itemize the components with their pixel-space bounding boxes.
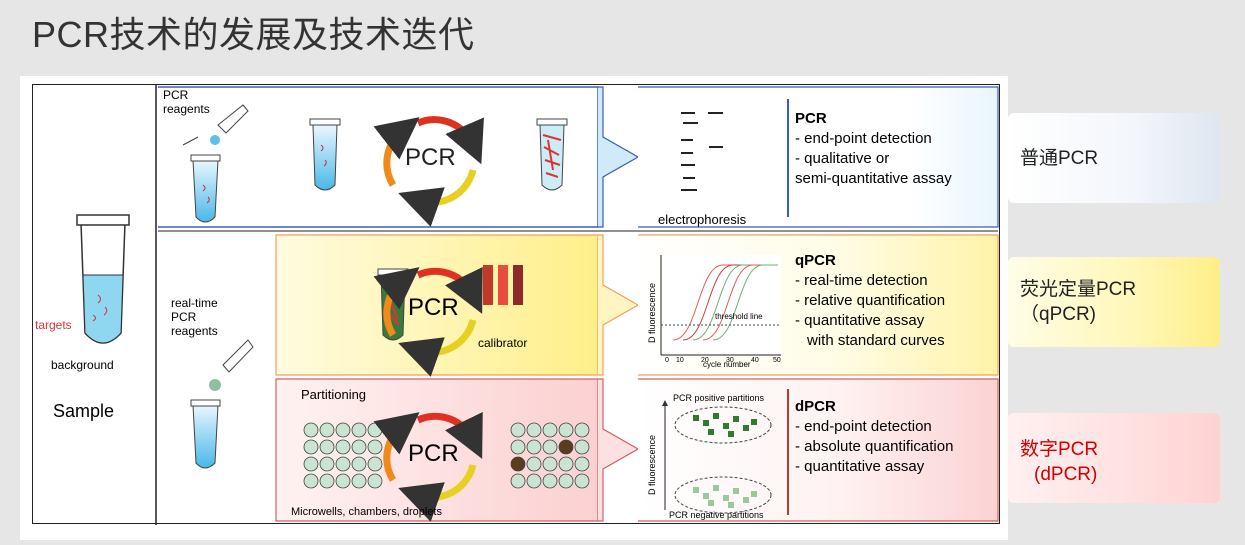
side-pcr-line-1: 普通PCR <box>1020 148 1099 169</box>
side-dpcr-line-2: (dPCR) <box>1034 464 1098 485</box>
qpcr-tick-1: 10 <box>676 357 684 364</box>
side-label-dpcr: 数字PCR (dPCR) <box>1008 413 1220 503</box>
calibrator-label: calibrator <box>478 336 527 350</box>
background-label: background <box>51 358 114 372</box>
qpcr-bullet-3: - quantitative assay <box>795 312 925 329</box>
pcr-bullet-2: - qualitative or <box>795 150 889 167</box>
qpcr-ylabel: D fluorescence <box>647 283 657 343</box>
pcr-bullet-1: - end-point detection <box>795 130 932 147</box>
pcr-comparison-figure: PCR electrophoresis PCR - end-point dete… <box>20 76 1008 540</box>
qpcr-xlabel: cycle number <box>703 360 751 369</box>
row-qpcr: PCR calibrator threshold line cycle numb… <box>158 230 999 391</box>
sample-label: Sample <box>53 401 114 421</box>
dpcr-cycle-label: PCR <box>408 440 459 467</box>
pcr-cycle-label: PCR <box>405 144 456 171</box>
targets-label: targets <box>35 318 72 332</box>
side-label-pcr: 普通PCR <box>1008 113 1220 203</box>
row-pcr: PCR electrophoresis PCR - end-point dete… <box>158 86 999 228</box>
qpcr-bullet-1: - real-time detection <box>795 272 928 289</box>
qpcr-reagents-3: reagents <box>171 324 218 338</box>
pcr-bullet-3: semi-quantitative assay <box>795 170 952 187</box>
side-dpcr-line-1: 数字PCR <box>1020 439 1099 460</box>
qpcr-tick-3: 30 <box>726 357 734 364</box>
electrophoresis-label: electrophoresis <box>658 212 747 227</box>
dpcr-positive-label: PCR positive partitions <box>673 393 765 403</box>
dpcr-bullet-2: - absolute quantification <box>795 438 953 455</box>
threshold-label: threshold line <box>715 312 763 321</box>
page-title: PCR技术的发展及技术迭代 <box>32 14 475 55</box>
qpcr-tick-0: 0 <box>665 357 669 364</box>
pcr-reagents-label-2: reagents <box>163 102 210 116</box>
qpcr-bullet-2: - relative quantification <box>795 292 945 309</box>
qpcr-heading: qPCR <box>795 252 836 269</box>
qpcr-tick-5: 50 <box>773 357 781 364</box>
qpcr-tick-2: 20 <box>701 357 709 364</box>
side-qpcr-line-1: 荧光定量PCR <box>1020 279 1137 300</box>
qpcr-tick-4: 40 <box>751 357 759 364</box>
dpcr-heading: dPCR <box>795 398 836 415</box>
qpcr-reagents-1: real-time <box>171 296 218 310</box>
pcr-heading: PCR <box>795 110 827 127</box>
dpcr-bullet-3: - quantitative assay <box>795 458 925 475</box>
sample-column: targets background Sample <box>35 214 130 421</box>
partition-types-label: Microwells, chambers, droplets <box>291 506 442 518</box>
dpcr-bullet-1: - end-point detection <box>795 418 932 435</box>
side-label-qpcr: 荧光定量PCR （qPCR) <box>1008 257 1220 347</box>
pcr-reagents-label-1: PCR <box>163 88 189 102</box>
side-qpcr-line-2: （qPCR) <box>1020 304 1097 325</box>
qpcr-cycle-label: PCR <box>408 294 459 321</box>
partitioning-label: Partitioning <box>301 387 366 402</box>
dpcr-ylabel: D fluorescence <box>647 435 657 495</box>
qpcr-reagents-2: PCR <box>171 310 197 324</box>
dpcr-negative-label: PCR negative partitions <box>669 510 764 520</box>
qpcr-bullet-4: with standard curves <box>806 332 945 349</box>
row-dpcr: Partitioning PCR Microwells, chambers, d… <box>190 378 999 522</box>
pcr-diagram: PCR electrophoresis PCR - end-point dete… <box>35 85 999 525</box>
figure-frame: PCR electrophoresis PCR - end-point dete… <box>32 84 1000 525</box>
